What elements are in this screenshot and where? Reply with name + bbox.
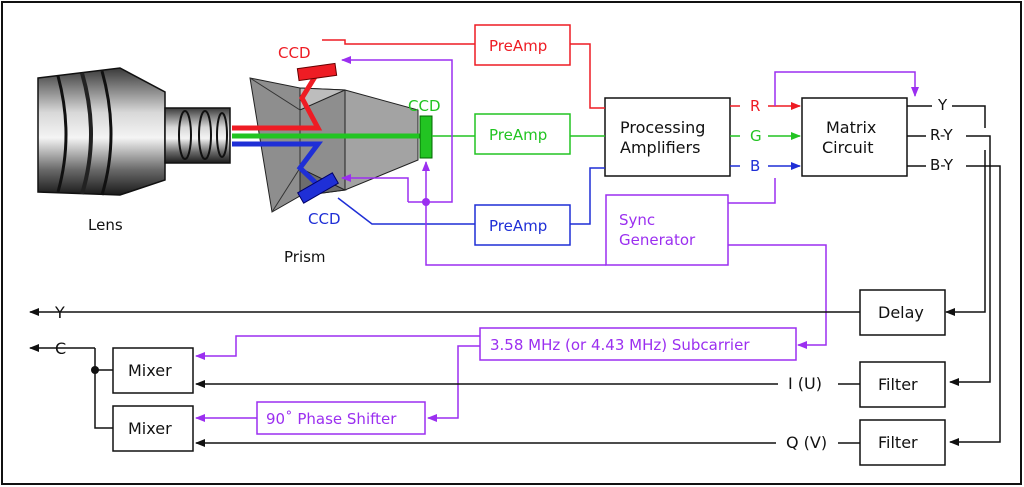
sync-label-2: Generator bbox=[619, 231, 696, 249]
preamp-red-label: PreAmp bbox=[489, 37, 547, 55]
wire-ccd-blue-preamp bbox=[337, 197, 475, 225]
ccd-blue-label: CCD bbox=[308, 210, 341, 228]
lens-label: Lens bbox=[88, 216, 123, 234]
ry-out-label: R-Y bbox=[930, 126, 953, 144]
matrix-label-1: Matrix bbox=[826, 118, 876, 137]
preamp-green-label: PreAmp bbox=[489, 126, 547, 144]
sync-generator-box bbox=[605, 194, 729, 266]
mixer-top-label: Mixer bbox=[128, 361, 172, 380]
processing-label-1: Processing bbox=[620, 118, 705, 137]
mixer-bottom-label: Mixer bbox=[128, 419, 172, 438]
g-label: G bbox=[750, 127, 762, 145]
wire-subcarrier-mixer-top bbox=[195, 335, 480, 360]
preamp-green-box bbox=[474, 113, 571, 155]
mixer-junction bbox=[91, 366, 99, 374]
ccd-red-label: CCD bbox=[278, 44, 311, 62]
subcarrier-label: 3.58 MHz (or 4.43 MHz) Subcarrier bbox=[490, 336, 750, 354]
blue-beam bbox=[232, 141, 323, 187]
wire-subcarrier-phase bbox=[427, 345, 480, 422]
prism-graphic bbox=[249, 77, 419, 213]
processing-amplifiers-box bbox=[604, 97, 731, 177]
wire-preamp-blue-proc bbox=[570, 167, 605, 225]
filter-i-label: Filter bbox=[878, 375, 918, 394]
ccd-blue-sensor bbox=[296, 172, 340, 204]
wire-ry-out bbox=[907, 135, 991, 382]
filter-q-box bbox=[859, 419, 946, 466]
matrix-label-2: Circuit bbox=[822, 138, 874, 157]
sync-ccd-bus bbox=[341, 56, 606, 266]
lens-graphic bbox=[37, 67, 231, 196]
sync-label-1: Sync bbox=[619, 211, 655, 229]
wire-preamp-red-proc bbox=[570, 43, 605, 109]
phase-shifter-label: 90˚ Phase Shifter bbox=[266, 410, 397, 428]
preamp-blue-label: PreAmp bbox=[489, 217, 547, 235]
sync-matrix-side bbox=[728, 178, 776, 204]
sync-junction bbox=[422, 198, 430, 206]
b-label: B bbox=[750, 157, 760, 175]
subcarrier-box bbox=[479, 327, 797, 361]
sync-ccd-blue bbox=[341, 174, 409, 202]
prism-label: Prism bbox=[284, 248, 326, 266]
wire-ccd-red-preamp bbox=[322, 39, 475, 45]
mixer-top-box bbox=[112, 347, 194, 394]
sync-matrix-top bbox=[774, 71, 919, 106]
y-out-label: Y bbox=[937, 96, 948, 114]
by-out-label: B-Y bbox=[930, 156, 954, 174]
r-label: R bbox=[750, 97, 760, 115]
wire-y-delay bbox=[945, 150, 986, 316]
q-v-label: Q (V) bbox=[786, 433, 827, 452]
wire-mixer-bottom-c bbox=[94, 348, 113, 429]
phase-shifter-box bbox=[256, 401, 426, 435]
matrix-circuit-box bbox=[801, 97, 908, 177]
processing-label-2: Amplifiers bbox=[620, 138, 700, 157]
sync-subcarrier bbox=[728, 244, 827, 349]
delay-label: Delay bbox=[878, 303, 924, 322]
ccd-red-sensor bbox=[296, 62, 338, 82]
y-final-label: Y bbox=[54, 303, 65, 322]
preamp-blue-box bbox=[474, 204, 571, 246]
filter-q-label: Filter bbox=[878, 433, 918, 452]
wire-y-out bbox=[907, 105, 986, 128]
c-final-label: C bbox=[55, 339, 66, 358]
i-u-label: I (U) bbox=[788, 374, 822, 393]
mixer-bottom-box bbox=[112, 405, 194, 452]
ccd-green-label: CCD bbox=[408, 97, 441, 115]
preamp-red-box bbox=[474, 24, 571, 66]
ccd-green-sensor bbox=[419, 115, 433, 159]
wire-by-out bbox=[907, 165, 1001, 442]
delay-box bbox=[859, 289, 946, 336]
red-beam bbox=[232, 70, 323, 131]
